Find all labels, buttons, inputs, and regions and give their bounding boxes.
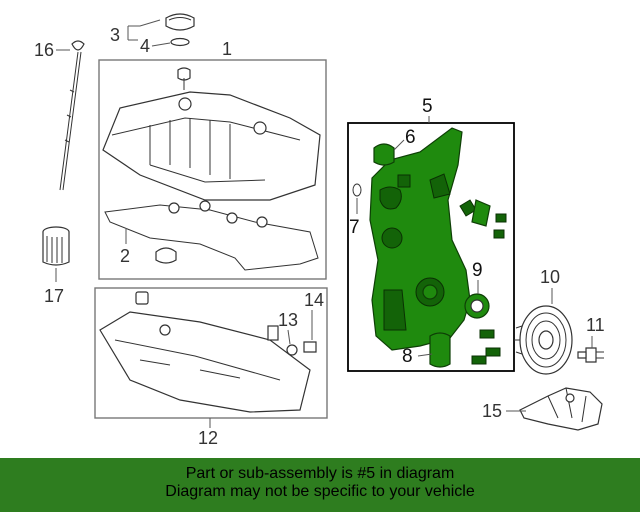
pulley-bolt bbox=[577, 347, 604, 363]
callout-15: 15 bbox=[482, 401, 502, 421]
callout-8: 8 bbox=[402, 346, 413, 367]
callout-16: 16 bbox=[34, 40, 54, 60]
callout-12: 12 bbox=[198, 428, 218, 448]
timing-cover-group-box bbox=[347, 122, 515, 372]
mount-bracket bbox=[519, 387, 603, 431]
callout-13: 13 bbox=[278, 310, 298, 330]
banner-line-2: Diagram may not be specific to your vehi… bbox=[165, 483, 475, 500]
banner-line-1: Part or sub-assembly is #5 in diagram bbox=[185, 465, 455, 482]
timing-chain-cover bbox=[369, 127, 471, 351]
callout-8-leader bbox=[417, 353, 433, 357]
callout-14: 14 bbox=[304, 290, 324, 310]
bolt-set bbox=[459, 199, 507, 365]
callout-3-leader bbox=[127, 19, 161, 41]
oil-pan-group-box bbox=[94, 287, 328, 419]
oil-dipstick bbox=[59, 40, 85, 191]
drain-plug-washer bbox=[267, 325, 317, 356]
callout-3: 3 bbox=[110, 25, 120, 45]
o-ring-7 bbox=[352, 183, 362, 197]
oil-filter bbox=[42, 226, 70, 266]
valve-cover-group-box bbox=[98, 59, 327, 280]
oil-pan bbox=[99, 291, 311, 413]
callout-2: 2 bbox=[120, 246, 130, 266]
callout-5: 5 bbox=[422, 96, 433, 117]
callout-9: 9 bbox=[472, 260, 483, 281]
valve-cover bbox=[102, 67, 321, 201]
callout-6-leader bbox=[393, 139, 405, 151]
callout-4: 4 bbox=[140, 36, 150, 56]
cover-seal-6 bbox=[373, 143, 395, 166]
callout-17: 17 bbox=[44, 286, 64, 306]
callout-13-14-leaders bbox=[287, 310, 313, 345]
callout-6: 6 bbox=[405, 127, 416, 148]
valve-cover-gasket bbox=[104, 200, 319, 271]
callout-1: 1 bbox=[222, 39, 232, 59]
info-banner: Part or sub-assembly is #5 in diagram Di… bbox=[0, 458, 640, 512]
oil-filler-cap bbox=[165, 13, 195, 47]
callout-10: 10 bbox=[540, 267, 560, 287]
callout-11: 11 bbox=[586, 315, 605, 335]
crankshaft-pulley bbox=[514, 305, 573, 375]
parts-diagram: 3 4 16 17 1 2 12 bbox=[34, 13, 605, 448]
crank-seal-9 bbox=[464, 293, 490, 319]
callout-4-leader bbox=[151, 42, 171, 47]
callout-7: 7 bbox=[349, 217, 360, 238]
cap-8 bbox=[429, 332, 451, 368]
